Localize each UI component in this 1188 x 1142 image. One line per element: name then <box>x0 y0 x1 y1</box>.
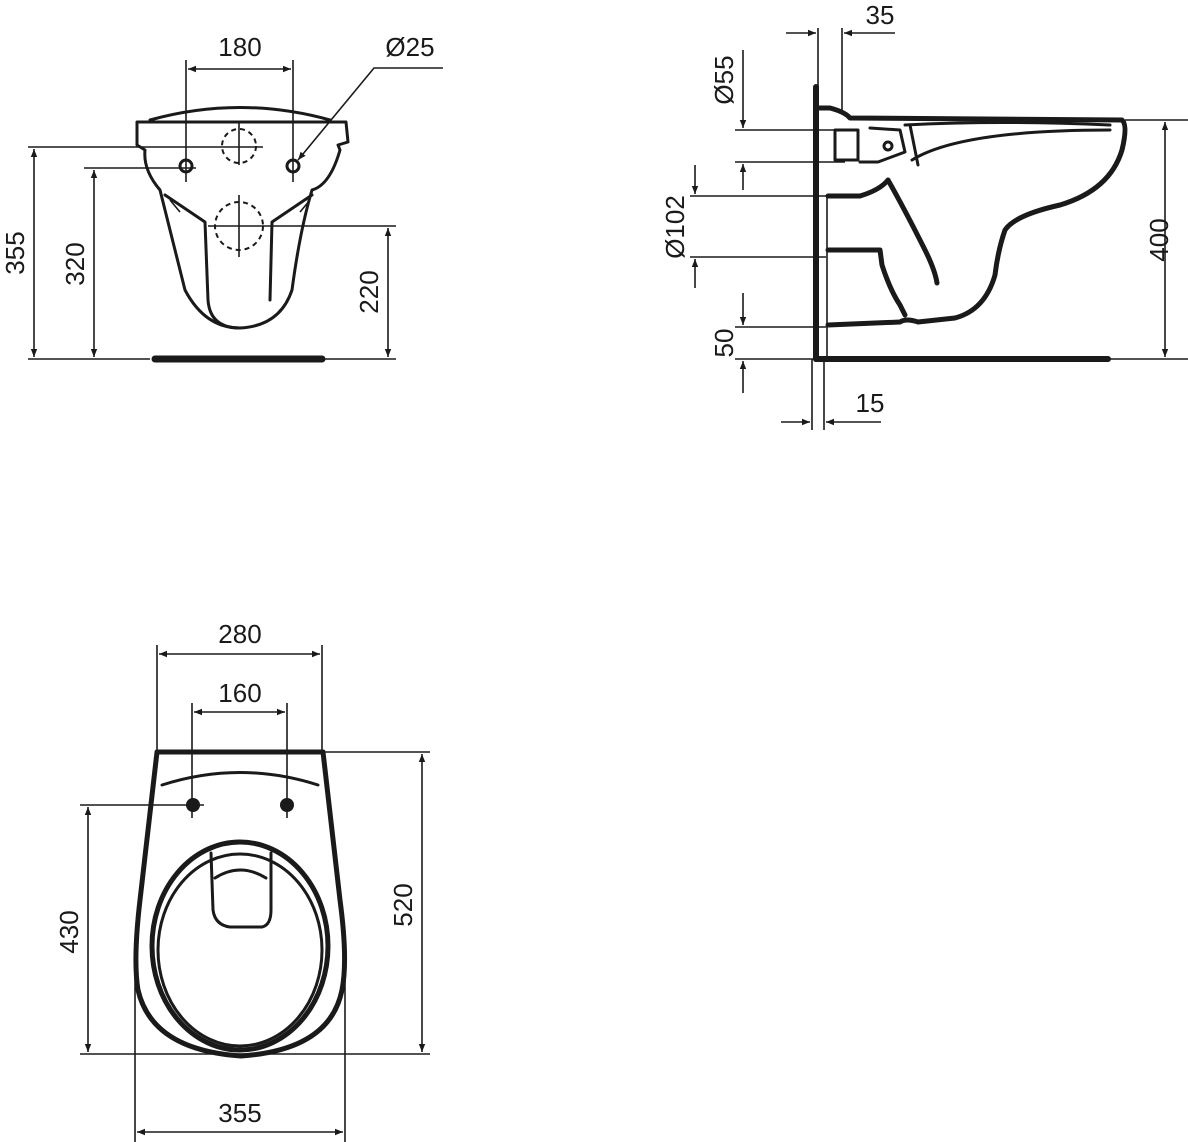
dim-total-length: 520 <box>325 751 430 1052</box>
dim-top-hole-height: 355 <box>0 146 263 360</box>
dim-top-width: 280 <box>156 619 323 752</box>
label-280: 280 <box>218 619 261 649</box>
label-dia55: Ø55 <box>709 55 739 104</box>
label-400: 400 <box>1144 218 1174 261</box>
label-355: 355 <box>0 231 30 274</box>
label-15: 15 <box>856 388 885 418</box>
label-355-width: 355 <box>218 1098 261 1128</box>
dim-max-width: 355 <box>134 940 346 1142</box>
front-view: 180 Ø25 355 320 220 <box>0 32 443 363</box>
label-dia102: Ø102 <box>660 195 690 259</box>
top-view-outline <box>133 749 348 1059</box>
dim-outlet-diameter: Ø102 <box>660 165 826 288</box>
label-dia25: Ø25 <box>385 32 434 62</box>
label-50: 50 <box>709 329 739 358</box>
dim-wall-offset-top: 35 <box>786 0 895 110</box>
label-35: 35 <box>866 0 895 30</box>
side-view-outline <box>813 84 1128 362</box>
label-430: 430 <box>54 910 84 953</box>
label-160: 160 <box>218 678 261 708</box>
side-view: 35 Ø55 Ø102 50 <box>660 0 1188 430</box>
dim-bottom-offset: 50 <box>709 293 826 393</box>
top-view: 280 160 430 520 355 <box>54 619 430 1142</box>
dim-seat-hole-spacing: 160 <box>191 678 288 818</box>
dim-hole-diameter: Ø25 <box>297 32 443 161</box>
dim-fixing-to-front: 430 <box>54 804 430 1055</box>
dim-wall-offset-bottom: 15 <box>781 359 884 430</box>
label-220: 220 <box>354 270 384 313</box>
dim-inlet-diameter: Ø55 <box>709 50 845 190</box>
dim-hole-spacing: 180 <box>185 32 294 182</box>
label-180: 180 <box>218 32 261 62</box>
dim-outlet-height: 220 <box>208 225 396 360</box>
dim-total-height: 400 <box>1110 119 1188 360</box>
label-320: 320 <box>60 242 90 285</box>
front-view-outline <box>135 106 350 363</box>
label-520: 520 <box>388 883 418 926</box>
dim-fixing-height: 320 <box>60 167 196 357</box>
